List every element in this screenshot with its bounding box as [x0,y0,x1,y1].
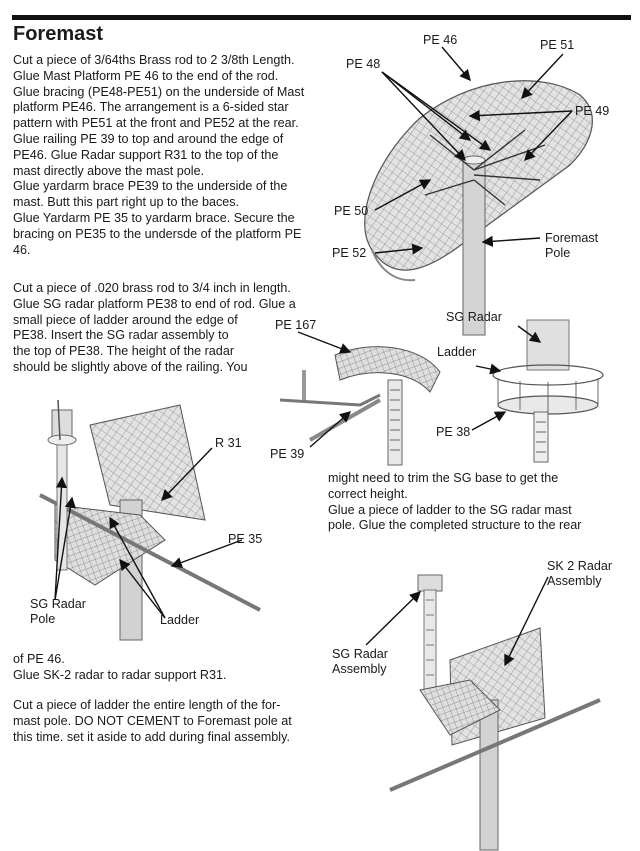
label-pe39: PE 39 [270,447,305,461]
instructions-sg-radar-continued: might need to trim the SG base to get th… [328,471,582,533]
label-foremast-pole: Foremast Pole [545,231,599,260]
label-r31: R 31 [215,436,242,450]
label-ladder-top: Ladder [437,345,477,359]
callout-arrows-middle [297,325,542,448]
label-pe51: PE 51 [540,38,575,52]
label-pe48: PE 48 [346,57,381,71]
instructions-platform: Cut a piece of 3/64ths Brass rod to 2 3/… [13,53,305,257]
instructions-sk2-radar: of PE 46. Glue SK-2 radar to radar suppo… [13,652,227,682]
label-sg-radar-pole: SG Radar Pole [30,597,86,626]
label-pe46: PE 46 [423,33,458,47]
sg-radar-top-drawing [492,319,604,463]
label-pe52: PE 52 [332,246,367,260]
callout-arrows-bottom [365,576,549,667]
instructions-sg-radar: Cut a piece of .020 brass rod to 3/4 inc… [13,281,296,374]
label-pe35: PE 35 [228,532,263,546]
label-pe167: PE 167 [275,318,317,332]
callout-arrows-top [374,46,573,255]
label-sg-radar-assembly: SG Radar Assembly [332,647,388,676]
header-rule [12,15,631,20]
label-pe50: PE 50 [334,204,369,218]
label-ladder-bottom: Ladder [160,613,200,627]
label-pe38: PE 38 [436,425,471,439]
instructions-ladder: Cut a piece of ladder the entire length … [13,698,292,744]
callout-arrows-left [54,447,243,619]
label-sk2-assembly: SK 2 Radar Assembly [547,559,613,588]
label-pe49: PE 49 [575,104,610,118]
label-sg-radar-top: SG Radar [446,310,502,324]
sk2-right-drawing [389,574,601,851]
page-title: Foremast [13,23,104,45]
